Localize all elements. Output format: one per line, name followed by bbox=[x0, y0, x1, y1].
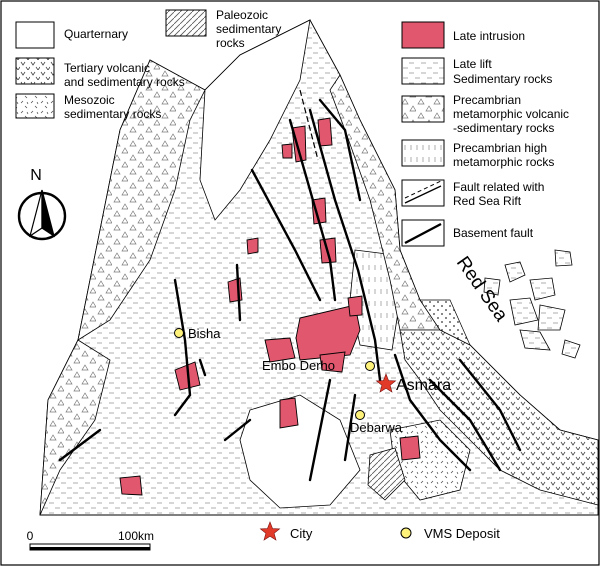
legend-late-lift-swatch bbox=[401, 57, 445, 85]
vms-legend-label: VMS Deposit bbox=[424, 526, 500, 541]
debarwa-vms-marker bbox=[355, 410, 365, 420]
north-arrow-right bbox=[41, 189, 55, 238]
legend-late-intrusion-label: Late intrusion bbox=[453, 29, 525, 43]
legend-mesozoic-label-1: Mesozoic bbox=[64, 93, 115, 107]
legend-tertiary-label-1: Tertiary volcanic bbox=[64, 61, 150, 75]
bisha-label: Bisha bbox=[188, 326, 221, 341]
embo-derho-vms-marker bbox=[365, 361, 375, 371]
tertiary-coast bbox=[399, 329, 599, 506]
legend-rift-fault-swatch bbox=[401, 179, 445, 207]
tertiary-patch bbox=[419, 299, 471, 346]
legend-rift-fault-label-2: Red Sea Rift bbox=[453, 194, 522, 208]
scale-zero-label: 0 bbox=[27, 529, 34, 543]
vms-legend-marker bbox=[400, 527, 412, 539]
city-legend-star bbox=[259, 521, 281, 541]
paleozoic-patch bbox=[367, 447, 406, 501]
legend-paleozoic-label-3: rocks bbox=[216, 36, 245, 50]
debarwa-label: Debarwa bbox=[350, 420, 403, 435]
legend-precambrian-meta-label-3: -sedimentary rocks bbox=[453, 121, 554, 135]
embo-derho-label: Embo Derho bbox=[262, 358, 335, 373]
legend-late-intrusion-swatch bbox=[401, 21, 445, 49]
legend-mesozoic-swatch bbox=[15, 93, 55, 119]
legend-basement-fault-label: Basement fault bbox=[453, 226, 534, 240]
legend-mesozoic-label-2: sedimentary rocks bbox=[64, 107, 161, 121]
red-sea-islands bbox=[483, 249, 581, 359]
legend-precambrian-meta-label-2: metamorphic volcanic bbox=[453, 107, 569, 121]
quaternary-south bbox=[239, 394, 361, 509]
legend: Quarternary Paleozoic sedimentary rocks … bbox=[15, 8, 569, 247]
legend-quaternary-label: Quarternary bbox=[64, 27, 128, 41]
rift-fault bbox=[299, 89, 319, 161]
basement-faults bbox=[58, 98, 522, 482]
asmara-label: Asmara bbox=[396, 377, 451, 394]
legend-precambrian-meta-label-1: Precambrian bbox=[453, 93, 521, 107]
legend-precambrian-high-label-2: metamorphic rocks bbox=[453, 155, 554, 169]
legend-paleozoic-swatch bbox=[165, 9, 207, 37]
north-label: N bbox=[30, 167, 42, 184]
legend-paleozoic-label-1: Paleozoic bbox=[216, 8, 268, 22]
legend-rift-fault-label-1: Fault related with bbox=[453, 180, 544, 194]
north-arrow: N bbox=[17, 167, 67, 241]
bottom-legend: City VMS Deposit bbox=[259, 521, 500, 541]
legend-tertiary-label-2: and sedimentary rocks bbox=[64, 75, 185, 89]
legend-precambrian-meta-swatch bbox=[401, 95, 445, 123]
scale-bar: 0 100km bbox=[27, 529, 154, 551]
scale-bar-fill bbox=[30, 547, 150, 550]
quaternary-north bbox=[199, 19, 311, 221]
legend-rift-fault-line bbox=[404, 185, 442, 204]
legend-late-lift-label-1: Late lift bbox=[453, 57, 492, 71]
legend-basement-fault-line bbox=[404, 222, 442, 245]
legend-tertiary-swatch bbox=[15, 57, 55, 85]
scale-end-label: 100km bbox=[118, 529, 154, 543]
bisha-vms-marker bbox=[174, 328, 184, 338]
precambrian-meta-west bbox=[77, 59, 206, 341]
legend-precambrian-high-swatch bbox=[401, 139, 445, 167]
city-legend-label: City bbox=[290, 526, 313, 541]
legend-quaternary-swatch bbox=[15, 21, 55, 49]
asmara-city-star bbox=[375, 373, 397, 393]
legend-precambrian-high-label-1: Precambrian high bbox=[453, 141, 547, 155]
late-intrusions bbox=[119, 117, 421, 496]
precambrian-meta-sw bbox=[39, 339, 111, 516]
legend-late-lift-label-2: Sedimentary rocks bbox=[453, 72, 552, 86]
legend-paleozoic-label-2: sedimentary bbox=[216, 22, 281, 36]
